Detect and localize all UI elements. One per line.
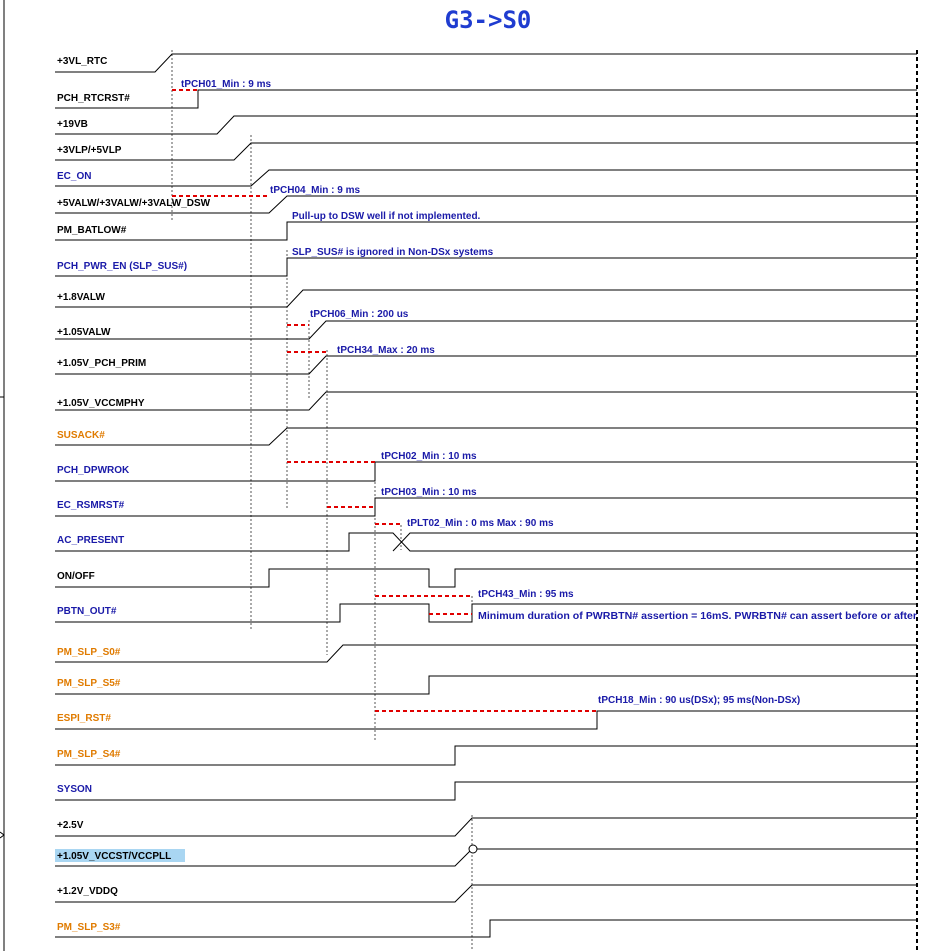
signal-label: +1.8VALW xyxy=(57,292,105,303)
annotation-pull-up: Pull-up to DSW well if not implemented. xyxy=(292,211,481,222)
signal-label: +5VALW/+3VALW/+3VALW_DSW xyxy=(57,198,211,209)
waveforms xyxy=(55,53,917,938)
border-arrow xyxy=(0,831,5,839)
wave-pch-dpwrok xyxy=(55,461,917,482)
annotation-tpch34: tPCH34_Max : 20 ms xyxy=(337,345,435,356)
annotation-tplt02: tPLT02_Min : 0 ms Max : 90 ms xyxy=(407,518,554,529)
signal-label: ESPI_RST# xyxy=(57,713,111,724)
signal-label: +1.05V_VCCMPHY xyxy=(57,398,145,409)
signal-label: PCH_RTCRST# xyxy=(57,93,130,104)
signal-label: +19VB xyxy=(57,119,88,130)
signal-label: +3VL_RTC xyxy=(57,56,107,67)
signal-label: SYSON xyxy=(57,784,92,795)
junction-marker xyxy=(468,844,478,854)
timing-intervals xyxy=(172,89,597,712)
annotation-slp-sus: SLP_SUS# is ignored in Non-DSx systems xyxy=(292,247,494,258)
signal-label: PM_SLP_S0# xyxy=(57,647,121,658)
annotation-tpch18: tPCH18_Min : 90 us(DSx); 95 ms(Non-DSx) xyxy=(598,695,800,706)
signal-label: PCH_PWR_EN (SLP_SUS#) xyxy=(57,261,187,272)
wave-pch-pwr-en xyxy=(55,257,917,277)
signal-label: PBTN_OUT# xyxy=(57,606,117,617)
signal-label: +1.2V_VDDQ xyxy=(57,886,118,897)
signal-label: PM_BATLOW# xyxy=(57,225,127,236)
annotation-pwrbtn-duration: Minimum duration of PWRBTN# assertion = … xyxy=(478,611,917,622)
signal-label: PM_SLP_S5# xyxy=(57,678,121,689)
signal-label: +3VLP/+5VLP xyxy=(57,145,122,156)
wave-ec-on xyxy=(55,169,917,187)
signal-label: PM_SLP_S4# xyxy=(57,749,121,760)
signal-label: PM_SLP_S3# xyxy=(57,922,121,933)
signal-label: EC_ON xyxy=(57,171,91,182)
signal-label: PCH_DPWROK xyxy=(57,465,130,476)
wave-ec-rsmrst xyxy=(55,497,917,517)
signal-label: +1.05V_VCCST/VCCPLL xyxy=(57,851,171,862)
wave-1-05valw xyxy=(55,320,917,340)
wave-1-2v-vddq xyxy=(55,884,917,903)
annotation-tpch04: tPCH04_Min : 9 ms xyxy=(270,185,360,196)
signal-label: +1.05V_PCH_PRIM xyxy=(57,358,146,369)
wave-on-off xyxy=(55,568,917,588)
label-highlight xyxy=(55,849,185,862)
annotation-tpch02: tPCH02_Min : 10 ms xyxy=(381,451,477,462)
wave-pm-batlow xyxy=(55,221,917,241)
wave-espi-rst xyxy=(55,710,917,730)
wave-syson xyxy=(55,781,917,801)
diagram-title: G3->S0 xyxy=(445,6,532,34)
signal-label: EC_RSMRST# xyxy=(57,500,125,511)
wave-pm-slp-s0 xyxy=(55,644,917,663)
annotation-tpch06: tPCH06_Min : 200 us xyxy=(310,309,409,320)
wave-3vl-rtc xyxy=(55,53,917,73)
wave-1-8valw xyxy=(55,289,917,308)
wave-pch-rtcrst xyxy=(55,89,917,109)
wave-3vlp xyxy=(55,142,917,161)
signal-label: SUSACK# xyxy=(57,430,105,441)
wave-susack xyxy=(55,427,917,446)
signal-label: +1.05VALW xyxy=(57,327,111,338)
signal-label: ON/OFF xyxy=(57,571,95,582)
wave-pm-slp-s5 xyxy=(55,675,917,695)
wave-1-05v-pch-prim xyxy=(55,355,917,375)
wave-5valw xyxy=(55,195,917,214)
signal-label: +2.5V xyxy=(57,820,84,831)
signal-label: AC_PRESENT xyxy=(57,535,124,546)
wave-pm-slp-s3 xyxy=(55,919,917,938)
annotation-tpch43: tPCH43_Min : 95 ms xyxy=(478,589,574,600)
annotation-tpch01: tPCH01_Min : 9 ms xyxy=(181,79,271,90)
wave-2-5v xyxy=(55,817,917,837)
signal-labels: +3VL_RTC PCH_RTCRST# +19VB +3VLP/+5VLP EC_ON… xyxy=(55,56,211,933)
wave-1-05v-vccmphy xyxy=(55,391,917,411)
wave-pm-slp-s4 xyxy=(55,745,917,766)
annotations: tPCH01_Min : 9 ms tPCH04_Min : 9 ms Pull… xyxy=(181,79,917,706)
wave-1-05v-vccst xyxy=(55,848,917,867)
wave-19vb xyxy=(55,115,917,135)
annotation-tpch03: tPCH03_Min : 10 ms xyxy=(381,487,477,498)
wave-ac-present xyxy=(55,532,917,552)
